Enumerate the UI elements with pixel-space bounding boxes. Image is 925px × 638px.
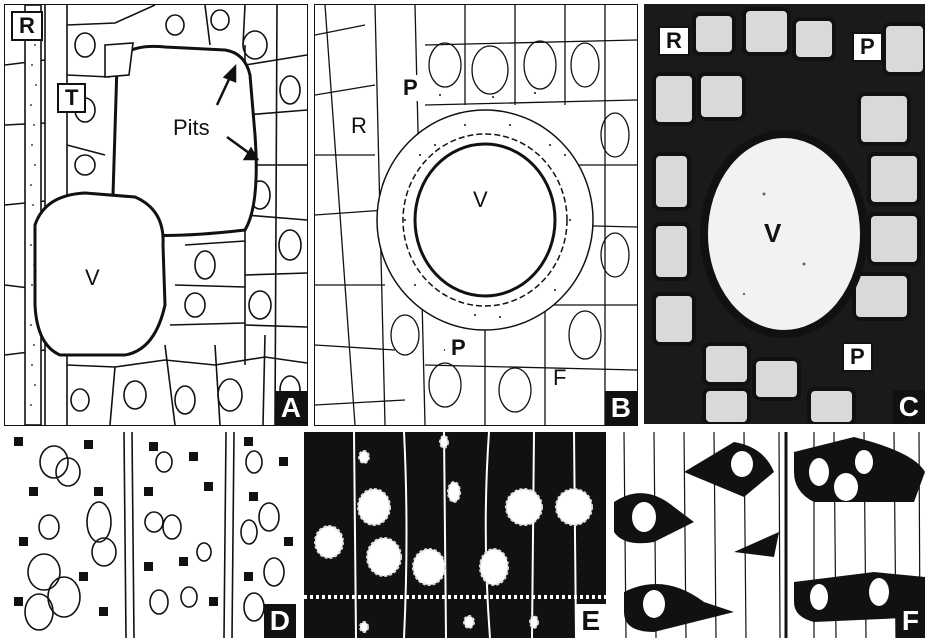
corner-label-a: A [275, 391, 307, 425]
panel-a: R T V Pits A [4, 4, 308, 426]
panel-c-photo [644, 4, 925, 424]
panel-e: E [304, 432, 606, 638]
vessel [704, 134, 864, 334]
corner-label-f: F [896, 604, 925, 638]
label-parenchyma-top: P [852, 32, 883, 62]
panel-b: R P V P F B [314, 4, 638, 426]
vessel [415, 144, 555, 296]
label-parenchyma-bottom: P [445, 335, 472, 361]
label-tracheid: T [57, 83, 86, 113]
panel-b-drawing [315, 5, 637, 425]
corner-label-c: C [893, 390, 925, 424]
panel-a-drawing [5, 5, 307, 425]
label-ray: R [11, 11, 43, 41]
panel-d-drawing [4, 432, 296, 638]
label-vessel: V [473, 187, 488, 213]
label-fiber: F [553, 365, 566, 391]
corner-label-e: E [575, 604, 606, 638]
panel-d: D [4, 432, 296, 638]
label-parenchyma-bottom: P [842, 342, 873, 372]
corner-label-b: B [605, 391, 637, 425]
corner-label-d: D [264, 604, 296, 638]
label-ray: R [658, 26, 690, 56]
panel-f: F [614, 432, 925, 638]
label-vessel: V [85, 265, 100, 291]
label-parenchyma-top: P [397, 75, 424, 101]
label-vessel: V [764, 218, 781, 249]
panel-e-drawing [304, 432, 606, 638]
label-pits: Pits [173, 115, 210, 141]
panel-c: R P V P C [644, 4, 925, 424]
vessel-lower [35, 193, 165, 355]
label-ray: R [351, 113, 367, 139]
panel-f-drawing [614, 432, 925, 638]
